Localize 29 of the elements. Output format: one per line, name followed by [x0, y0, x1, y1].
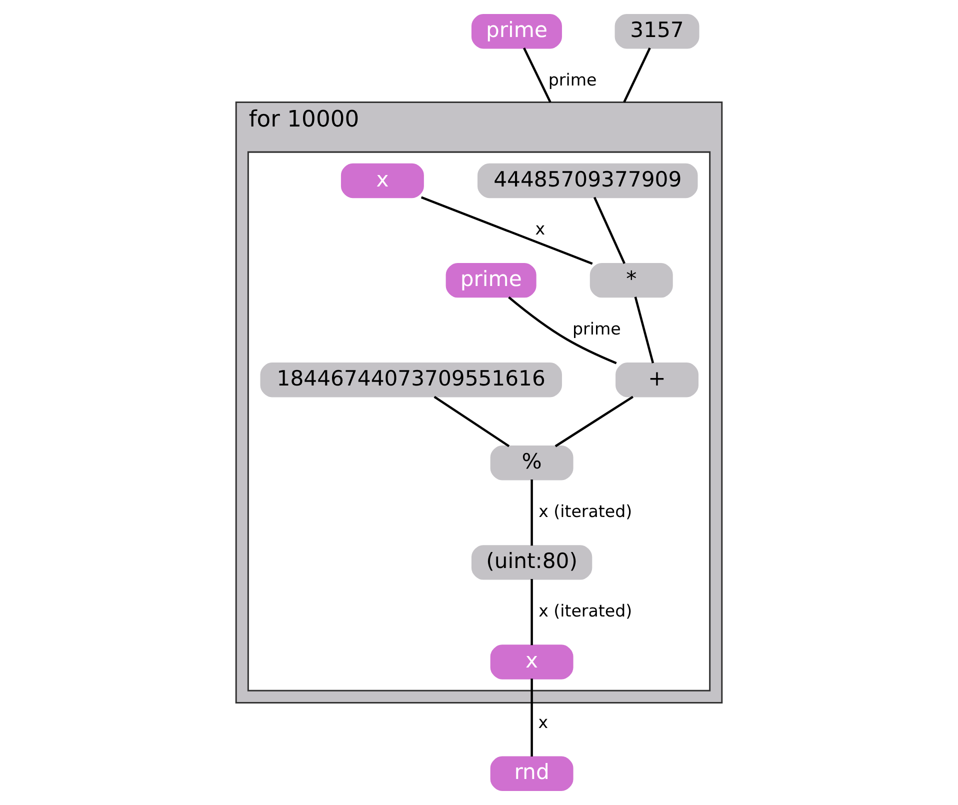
- connector: [554, 396, 634, 448]
- node-box: +: [616, 362, 698, 398]
- edge-label: x: [538, 713, 548, 732]
- node-box: prime: [471, 14, 562, 49]
- edge-label: x (iterated): [538, 502, 632, 521]
- node-box: x: [340, 163, 424, 198]
- connector: [530, 579, 533, 646]
- node-box: %: [490, 446, 574, 480]
- connector: [530, 479, 533, 546]
- connector: [593, 196, 626, 264]
- edge-label: prime: [548, 70, 597, 90]
- node-box: x: [490, 644, 574, 680]
- edge-label: x: [535, 220, 546, 239]
- edge-label: x (iterated): [538, 601, 632, 620]
- connector: [623, 48, 651, 103]
- connector: [420, 196, 593, 265]
- connector: [523, 48, 552, 103]
- node-box: 18446744073709551616: [260, 362, 562, 398]
- node-box: *: [590, 262, 673, 298]
- node-box: 44485709377909: [478, 163, 698, 198]
- connector: [434, 396, 510, 448]
- node-box: 3157: [614, 14, 700, 49]
- connector: [530, 678, 533, 756]
- connector: [634, 296, 654, 364]
- node-box: rnd: [490, 756, 574, 791]
- connector: [508, 296, 617, 364]
- edge-label: prime: [572, 319, 621, 338]
- node-box: prime: [446, 262, 536, 298]
- node-box: (uint:80): [471, 545, 592, 580]
